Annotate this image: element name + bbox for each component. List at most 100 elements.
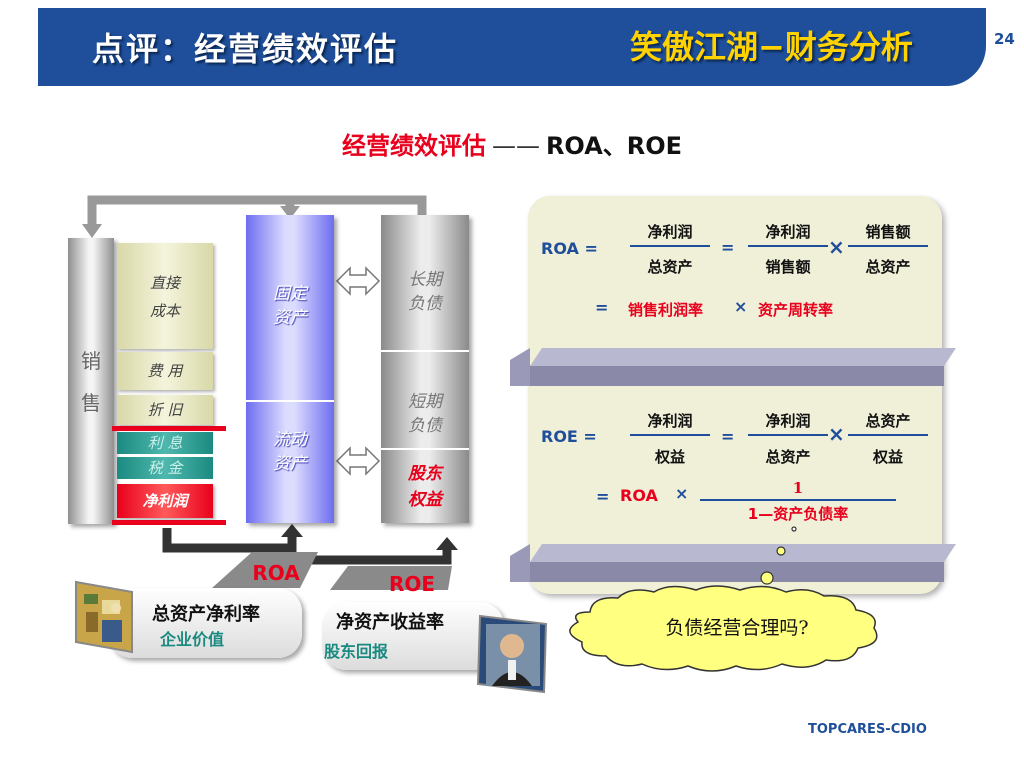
assets-column [246, 215, 334, 523]
roe-formula-label: ROE = [541, 427, 597, 446]
roa-equals: = [721, 238, 735, 257]
roe-equals: = [721, 427, 735, 446]
red-separator-bottom [112, 520, 226, 525]
long-term-line-2: 负债 [408, 294, 442, 314]
formula-panel [528, 196, 942, 594]
roe-f2-line [748, 434, 828, 436]
roa-card: 总资产净利率 企业价值 [108, 588, 302, 658]
long-term-line-1: 长期 [408, 270, 442, 290]
roe-card: 净资产收益率 股东回报 [322, 602, 504, 670]
roa-f2-denominator: 销售额 [765, 258, 811, 276]
roe-f2-numerator: 净利润 [765, 412, 811, 430]
roe-f3-numerator: 总资产 [865, 412, 911, 430]
double-arrow-upper [335, 266, 381, 296]
roa-line2-equals: = [595, 298, 609, 317]
roe-f2-denominator: 总资产 [765, 448, 811, 466]
roa-formula-label: ROA = [541, 239, 598, 258]
short-term-line-1: 短期 [408, 392, 442, 412]
current-assets-line-2: 资产 [273, 454, 307, 474]
expense-block: 费 用 [117, 352, 213, 390]
thought-cloud [569, 585, 878, 672]
roe-card-subtitle: 股东回报 [324, 642, 389, 661]
depreciation-block: 折 旧 [117, 395, 213, 425]
roa-f2-line [748, 245, 828, 247]
assets-divider [246, 400, 334, 402]
roe-line2-fraction-line [700, 499, 896, 501]
short-term-line-2: 负债 [408, 416, 442, 436]
roa-ribbon [212, 552, 318, 588]
interest-block: 利 息 [117, 432, 213, 454]
roe-f1-numerator: 净利润 [647, 412, 693, 430]
roa-f3-denominator: 总资产 [865, 258, 911, 276]
roe-f1-line [630, 434, 710, 436]
roe-f1-denominator: 权益 [654, 448, 685, 466]
cloud-question: 负债经营合理吗? [665, 617, 809, 639]
header-bar [38, 8, 986, 86]
roa-f1-numerator: 净利润 [647, 223, 693, 241]
roa-asset-turnover: 资产周转率 [758, 301, 834, 319]
bubble-dot-medium [776, 546, 786, 556]
roa-sales-margin: 销售利润率 [628, 301, 704, 319]
main-heading: 经营绩效评估——ROA、ROE [0, 126, 1024, 161]
roa-times: × [828, 235, 845, 259]
roa-bottom-connector [162, 528, 297, 553]
sales-label-1: 销 [81, 349, 101, 373]
heading-black-part: ROA、ROE [545, 132, 683, 160]
roa-card-title: 总资产净利率 [152, 604, 260, 625]
stock-market-photo-icon [75, 580, 133, 654]
arrowhead-roe-up [436, 537, 458, 550]
bubble-dot-large [760, 571, 774, 585]
liabilities-column [381, 215, 469, 523]
roe-ribbon [330, 566, 452, 590]
liabilities-divider-2 [381, 448, 469, 450]
footer-brand: TOPCARES-CDIO [808, 722, 927, 737]
liabilities-divider-1 [381, 350, 469, 352]
roe-line2-denominator: 1—资产负债率 [747, 505, 849, 523]
roe-line2-equals: = [596, 487, 610, 506]
arrowhead-to-sales [82, 224, 102, 238]
fixed-assets-line-2: 资产 [273, 308, 307, 328]
sales-label-2: 售 [81, 391, 101, 415]
roe-badge: ROE [388, 572, 436, 596]
roa-f3-line [848, 245, 928, 247]
top-loop-connector [87, 195, 427, 226]
course-title: 笑傲江湖−财务分析 [630, 28, 913, 66]
roe-f3-line [848, 434, 928, 436]
slide-title: 点评：经营绩效评估 [92, 30, 399, 68]
roa-badge: ROA [252, 561, 300, 585]
roe-line2-roa: ROA [620, 486, 658, 505]
direct-cost-block: 直接 成本 [117, 243, 213, 349]
heading-dash: —— [491, 132, 540, 160]
roe-line2-times: × [675, 484, 689, 503]
roe-line2-numerator: 1 [792, 479, 804, 497]
direct-cost-line-2: 成本 [149, 302, 180, 320]
fixed-assets-line-1: 固定 [273, 284, 307, 304]
roe-times: × [828, 422, 845, 446]
tax-block: 税 金 [117, 457, 213, 479]
equity-line-1: 股东 [408, 464, 442, 484]
sales-column [68, 238, 114, 524]
roe-f3-denominator: 权益 [872, 448, 903, 466]
businessman-photo-icon [476, 614, 548, 694]
roa-card-subtitle: 企业价值 [160, 630, 225, 649]
roa-f2-numerator: 净利润 [765, 223, 811, 241]
roa-line2-times: × [734, 297, 748, 316]
arrowhead-to-fixed [280, 206, 300, 219]
bubble-dot-small [791, 526, 797, 532]
roe-card-title: 净资产收益率 [336, 612, 444, 633]
heading-red-part: 经营绩效评估 [341, 132, 486, 160]
net-profit-block: 净利润 [117, 484, 213, 518]
double-arrow-lower [335, 446, 381, 476]
page-number: 24 [994, 30, 1015, 48]
roa-f1-line [630, 245, 710, 247]
red-separator-top [112, 426, 226, 431]
equity-line-2: 权益 [408, 490, 442, 510]
current-assets-line-1: 流动 [273, 430, 307, 450]
direct-cost-line-1: 直接 [149, 274, 180, 292]
arrowhead-roa-up [281, 524, 303, 537]
roa-f3-numerator: 销售额 [865, 223, 911, 241]
roa-f1-denominator: 总资产 [647, 258, 693, 276]
